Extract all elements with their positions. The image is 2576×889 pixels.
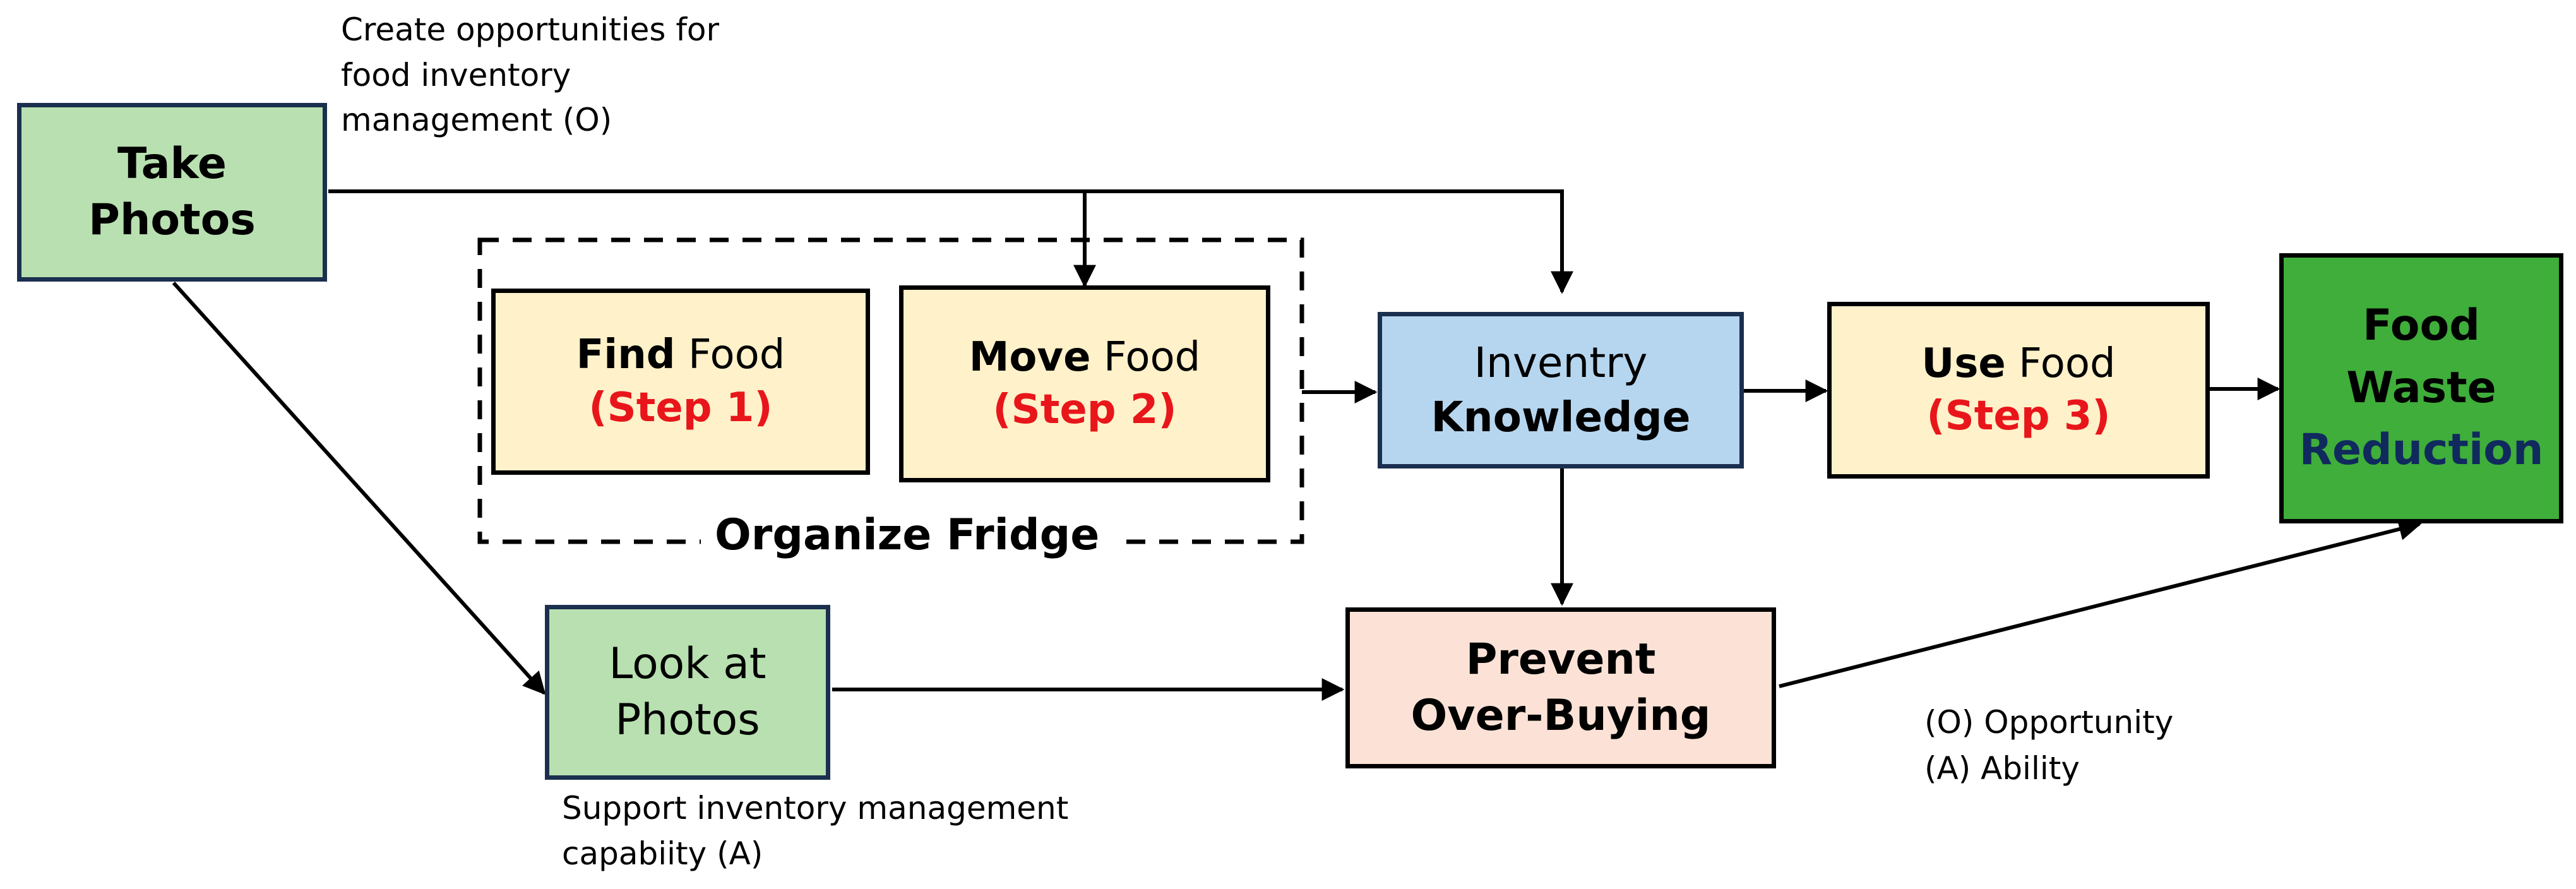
move-food-step: (Step 2) (993, 386, 1177, 433)
food-waste-reduction-node: Food Waste Reduction (2279, 253, 2563, 523)
legend-ability: (A) Ability (1924, 750, 2080, 787)
edge-prevent-to-waste (1779, 518, 2422, 688)
find-food-bold: Find (576, 331, 676, 379)
inventory-knowledge-node: Inventry Knowledge (1378, 312, 1744, 468)
move-food-node: Move Food (Step 2) (899, 285, 1270, 482)
inventory-line1: Inventry (1474, 338, 1648, 388)
legend-opportunity: (O) Opportunity (1924, 704, 2174, 741)
food-waste-line3: Reduction (2299, 425, 2544, 475)
find-food-step: (Step 1) (588, 384, 773, 431)
find-food-node: Find Food (Step 1) (491, 289, 870, 475)
ability-note: Support inventory management capabiity (… (562, 786, 1068, 876)
take-photos-node: Take Photos (17, 103, 327, 282)
food-waste-line1: Food (2363, 301, 2480, 351)
opportunity-note-line3: management (O) (341, 102, 612, 138)
inventory-line2: Knowledge (1431, 393, 1691, 441)
use-food-step: (Step 3) (1926, 393, 2111, 439)
opportunity-note-line1: Create opportunities for (341, 11, 720, 48)
use-food-label: Use Food (1921, 338, 2115, 390)
use-food-rest: Food (2005, 340, 2116, 387)
move-food-bold: Move (969, 333, 1091, 381)
organize-fridge-group (477, 237, 1304, 544)
move-food-rest: Food (1090, 333, 1201, 381)
organize-fridge-label: Organize Fridge (701, 510, 1114, 560)
prevent-over-buying-node: Prevent Over-Buying (1345, 607, 1776, 768)
opportunity-note-line2: food inventory (341, 56, 571, 93)
edge-take-photos-to-look-photos (172, 281, 546, 695)
look-photos-line1: Look at (609, 639, 766, 689)
opportunity-note: Create opportunities for food inventory … (341, 8, 719, 143)
move-food-label: Move Food (969, 331, 1201, 384)
find-food-rest: Food (675, 331, 785, 379)
prevent-line1: Prevent (1465, 635, 1656, 685)
ability-note-line1: Support inventory management (562, 790, 1069, 826)
use-food-bold: Use (1921, 340, 2006, 387)
legend: (O) Opportunity (A) Ability (1924, 700, 2173, 792)
look-photos-line2: Photos (615, 695, 760, 745)
edge-take-photos-to-inventory (328, 189, 1573, 294)
take-photos-line2: Photos (88, 194, 256, 245)
use-food-node: Use Food (Step 3) (1827, 302, 2210, 479)
ability-note-line2: capabiity (A) (562, 835, 763, 872)
take-photos-line1: Take (117, 139, 227, 189)
prevent-line2: Over-Buying (1410, 690, 1711, 741)
food-waste-line2: Waste (2346, 362, 2496, 413)
look-at-photos-node: Look at Photos (545, 605, 830, 780)
find-food-label: Find Food (576, 329, 785, 381)
